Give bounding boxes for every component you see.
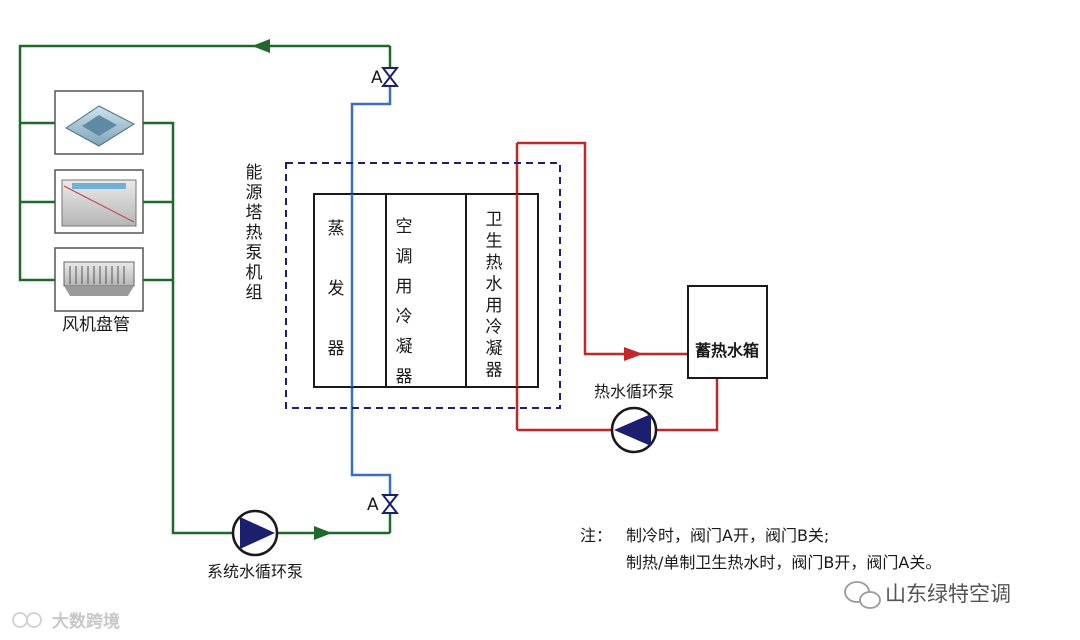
vt-ac-text: 空调用冷凝器 bbox=[396, 217, 413, 387]
note-line-1: 制冷时，阀门A开，阀门B关; bbox=[626, 526, 829, 545]
fan-coil-unit-2 bbox=[54, 169, 144, 234]
system-water-pump-label: 系统水循环泵 bbox=[207, 562, 303, 581]
note-line-2: 制热/单制卫生热水时，阀门B开，阀门A关。 bbox=[626, 553, 941, 572]
green-pipe-network bbox=[18, 44, 392, 535]
valve-a-bottom bbox=[380, 494, 400, 514]
note-prefix: 注： bbox=[580, 526, 612, 545]
hot-water-condenser-label: 卫生热水用冷凝器 bbox=[486, 210, 503, 381]
flow-arrow-red bbox=[624, 347, 643, 361]
heat-pump-unit-label: 能源塔热泵机组 bbox=[246, 163, 263, 303]
watermark-right-text: 山东绿特空调 bbox=[885, 582, 1011, 606]
storage-tank-label: 蓄热水箱 bbox=[695, 341, 759, 360]
fan-coil-unit-1 bbox=[54, 90, 144, 155]
flow-arrow-top bbox=[252, 39, 270, 53]
valve-a-bottom-label: A bbox=[367, 495, 379, 515]
valve-a-top-label: A bbox=[371, 68, 383, 88]
vt-sys-text: 能源塔热泵机组 bbox=[246, 163, 263, 303]
watermark-left-text: 大数跨境 bbox=[52, 611, 120, 632]
heat-exchanger-block bbox=[313, 193, 539, 388]
ac-condenser-label: 空调用冷凝器 bbox=[396, 217, 413, 387]
watermark-left bbox=[12, 612, 42, 628]
vt-evap-text: 蒸发器 bbox=[328, 219, 345, 359]
wechat-icon bbox=[844, 581, 881, 609]
evaporator-label: 蒸发器 bbox=[328, 219, 345, 359]
heat-pump-unit-boundary bbox=[285, 162, 561, 409]
storage-tank bbox=[687, 285, 768, 379]
fan-coil-unit-3 bbox=[54, 247, 144, 312]
flow-arrow-bottom bbox=[314, 526, 332, 540]
vt-hw-text: 卫生热水用冷凝器 bbox=[486, 210, 503, 381]
hot-water-pump-label: 热水循环泵 bbox=[594, 382, 674, 401]
hot-water-pump bbox=[610, 406, 658, 454]
valve-a-top bbox=[380, 67, 400, 87]
fan-coil-label: 风机盘管 bbox=[62, 315, 130, 335]
system-water-pump bbox=[231, 509, 279, 557]
